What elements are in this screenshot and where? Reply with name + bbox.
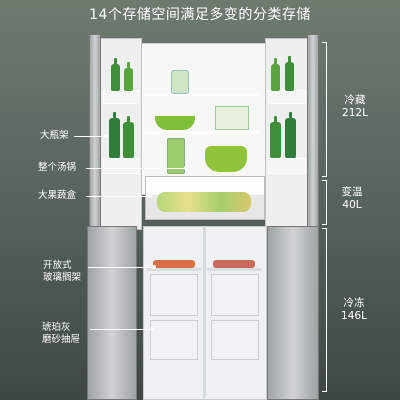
food-tray	[153, 260, 195, 268]
glass-shelf-top	[145, 93, 260, 96]
leader-line	[90, 329, 152, 330]
left-lower-door	[87, 226, 137, 400]
door-bin	[268, 90, 306, 104]
refrigerator	[87, 28, 325, 400]
glass-shelf-freezer	[147, 268, 201, 271]
bracket-fridge-bottom	[322, 176, 327, 177]
leader-dot	[184, 166, 188, 170]
bracket-variable-bottom	[322, 224, 327, 225]
bracket-freezer-bottom	[322, 391, 327, 392]
right-door-edge	[307, 34, 319, 234]
leader-line	[74, 136, 106, 137]
label-crisper: 大果蔬盒	[38, 190, 77, 201]
green-bottle	[124, 62, 133, 91]
bracket-variable-top	[322, 180, 327, 181]
left-door-edge	[89, 34, 101, 234]
green-bottle	[109, 112, 120, 158]
bracket-fridge	[326, 42, 327, 176]
green-bottle	[111, 58, 120, 91]
leader-line	[86, 196, 150, 197]
zone-freezer-name: 冷冻	[343, 297, 365, 309]
fruit-bowl	[155, 116, 195, 130]
green-bottle	[285, 56, 294, 91]
label-glass-shelf: 开放式 玻璃搁架	[43, 260, 82, 283]
door-bin	[268, 158, 306, 174]
container	[215, 106, 249, 130]
green-bottle	[285, 112, 296, 158]
freezer-divider	[203, 226, 206, 398]
bracket-variable	[326, 180, 327, 224]
zone-fridge-name: 冷藏	[344, 94, 366, 106]
door-bin	[103, 158, 139, 174]
vegetables	[157, 192, 251, 212]
frosted-drawer	[211, 320, 259, 360]
glass-shelf-freezer	[207, 268, 261, 271]
leader-dot	[152, 265, 156, 269]
leader-dot	[148, 194, 152, 198]
label-drawer: 琥珀灰 磨砂抽屉	[42, 322, 81, 345]
leader-line	[86, 168, 186, 169]
frosted-drawer	[150, 274, 198, 316]
door-bin	[103, 90, 139, 104]
zone-variable-name: 变温	[341, 186, 363, 198]
vegetable-jar	[167, 138, 185, 174]
zone-variable-volume: 40L	[342, 199, 362, 211]
bracket-fridge-top	[322, 42, 327, 43]
green-bottle	[271, 58, 280, 91]
food-tray	[213, 260, 255, 268]
bracket-freezer-top	[322, 228, 327, 229]
green-bottle	[270, 116, 281, 158]
jar	[171, 70, 189, 94]
leader-line	[88, 267, 154, 268]
bracket-freezer	[326, 228, 327, 392]
page-title: 14个存储空间满足多变的分类存储	[89, 7, 311, 23]
right-lower-door	[267, 226, 319, 400]
zone-fridge-label: 冷藏 212L	[332, 94, 378, 120]
zone-variable-label: 变温 40L	[332, 186, 372, 212]
zone-freezer-label: 冷冻 146L	[332, 297, 376, 323]
leader-dot	[150, 327, 154, 331]
frosted-drawer	[211, 274, 259, 316]
label-bottle-rack: 大瓶架	[40, 130, 69, 141]
glass-shelf-mid	[145, 131, 260, 134]
label-soup-pot: 整个汤锅	[38, 162, 77, 173]
zone-freezer-volume: 146L	[341, 310, 367, 322]
frosted-drawer	[150, 320, 198, 360]
zone-fridge-volume: 212L	[342, 107, 368, 119]
leader-dot	[104, 134, 108, 138]
green-bottle	[123, 116, 134, 158]
pot-icon	[205, 146, 247, 172]
